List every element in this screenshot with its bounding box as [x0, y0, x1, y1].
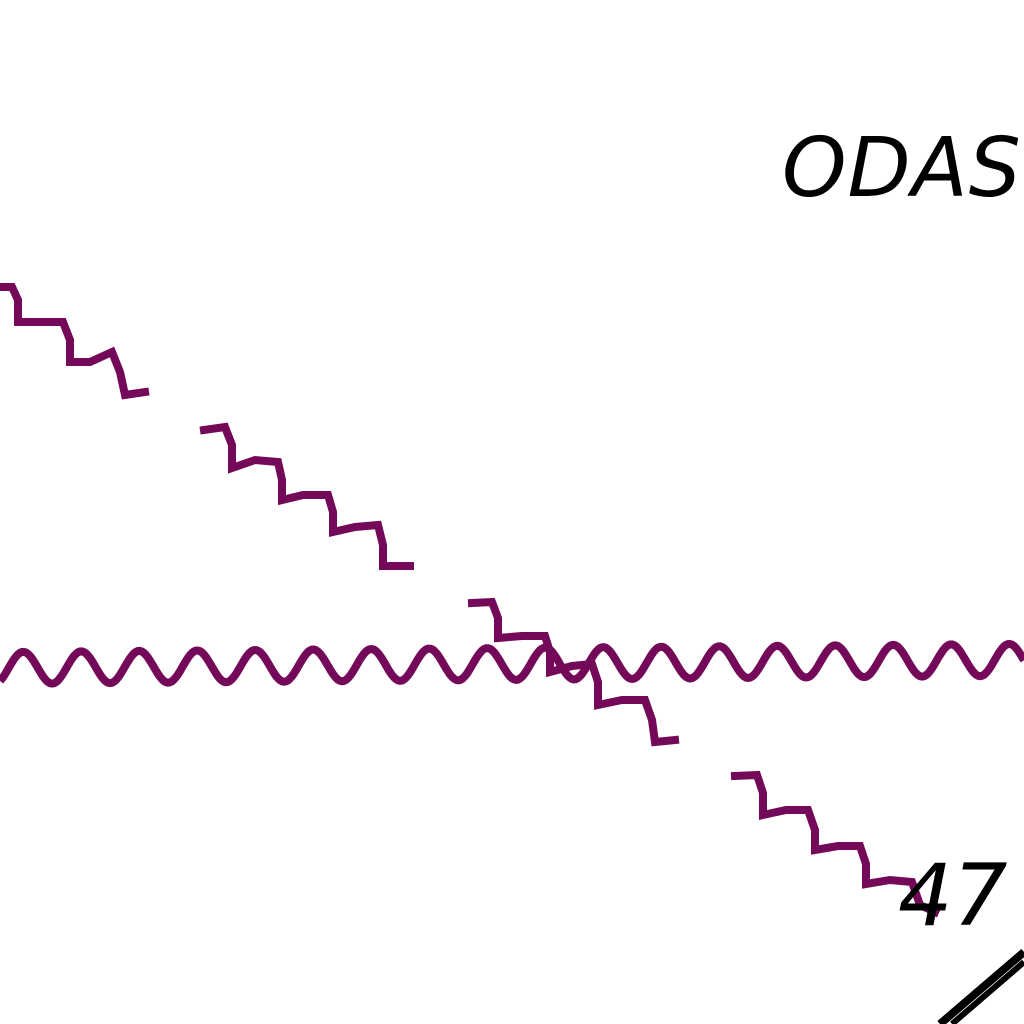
label-bottom-right: 47	[898, 846, 1007, 946]
label-top-right: ODAS	[782, 121, 1022, 216]
diagonal-wave-segment-4	[730, 770, 941, 918]
diagonal-wave-segment-3	[467, 597, 680, 747]
black-diagonal-line	[937, 948, 1024, 1024]
horizontal-wave-line	[0, 639, 1024, 688]
diagonal-wave-segment-2	[199, 422, 414, 570]
black-diagonal-line-shadow	[950, 959, 1024, 1024]
diagonal-wave-segment-1	[0, 283, 150, 400]
